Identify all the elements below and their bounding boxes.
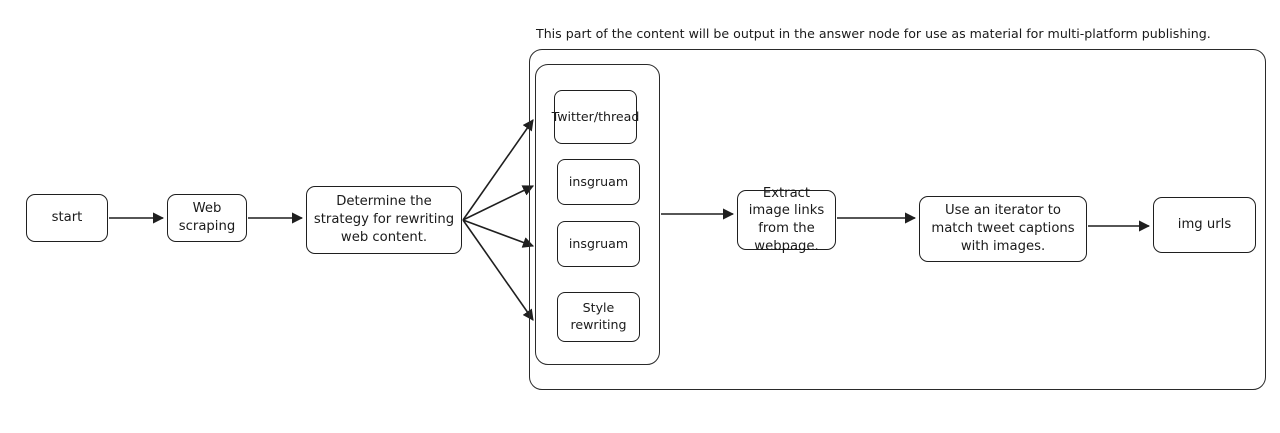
node-start[interactable]: start [26,194,108,242]
node-extract-image-links[interactable]: Extract image links from the webpage. [737,186,836,254]
node-instagram-1[interactable]: insgruam [557,159,640,205]
node-web-scraping[interactable]: Web scraping [167,194,247,242]
node-twitter-thread[interactable]: Twitter/thread [552,90,639,144]
platform-variants-container [535,64,660,365]
edge-strategy-to-instagram-2 [462,219,535,248]
edge-strategy-to-twitter [462,119,534,221]
edge-strategy-to-instagram-1 [462,185,535,221]
node-iterator-match[interactable]: Use an iterator to match tweet captions … [919,196,1087,262]
node-determine-strategy[interactable]: Determine the strategy for rewriting web… [306,186,462,254]
answer-node-caption: This part of the content will be output … [536,26,1211,41]
node-style-rewriting[interactable]: Style rewriting [557,292,640,342]
answer-node-output-container [529,49,1266,390]
node-img-urls[interactable]: img urls [1153,197,1256,253]
edge-strategy-to-style [462,219,534,321]
node-instagram-2[interactable]: insgruam [557,221,640,267]
